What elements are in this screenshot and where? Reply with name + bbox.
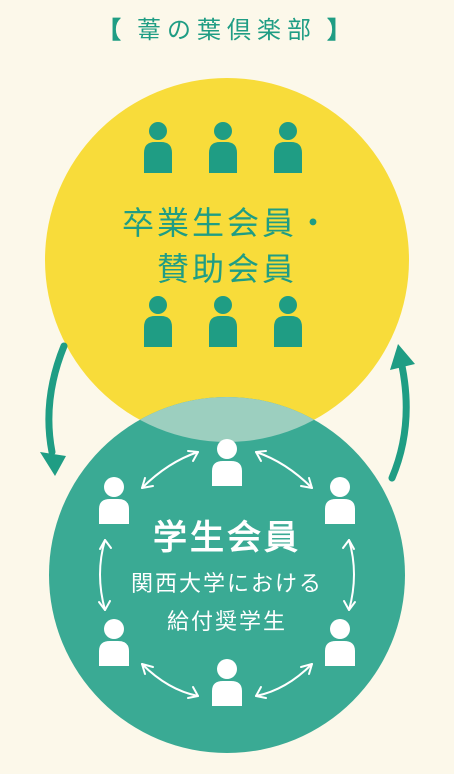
alumni-people-top [144,122,302,173]
person-icon [274,122,302,173]
person-icon [212,659,242,706]
alumni-people-bottom [144,296,302,347]
title-bracket-left: 【 [97,16,127,44]
cycle-arrow-left [40,342,68,476]
student-title: 学生会員 [153,518,301,558]
student-subtitle-line1: 関西大学における [130,572,323,597]
title-text: 葦の葉倶楽部 [137,16,317,44]
alumni-label-line2: 賛助会員 [156,250,297,288]
student-subtitle-line2: 給付奨学生 [166,610,287,635]
alumni-label-line1: 卒業生会員・ [121,204,332,242]
person-icon [144,296,172,347]
person-icon [209,122,237,173]
person-icon [325,619,355,666]
person-icon [274,296,302,347]
double-headed-arrow-icon [255,663,313,699]
person-icon [325,477,355,524]
student-subtitle: 関西大学における 給付奨学生 [0,566,454,642]
title-bracket-right: 】 [327,16,357,44]
person-icon [209,296,237,347]
alumni-label: 卒業生会員・ 賛助会員 [0,200,454,292]
alumni-circle [45,78,409,442]
exchange-arrows [98,450,356,699]
cycle-arrow-right [388,344,415,482]
student-people [99,439,355,706]
double-headed-arrow-icon [141,663,199,699]
double-headed-arrow-icon [342,539,356,611]
page-title: 【葦の葉倶楽部】 [0,10,454,45]
person-icon [99,619,129,666]
person-icon [212,439,242,486]
student-circle [49,397,405,753]
person-icon [99,477,129,524]
person-icon [144,122,172,173]
double-headed-arrow-icon [255,450,313,489]
double-headed-arrow-icon [98,539,112,611]
double-headed-arrow-icon [141,450,199,489]
